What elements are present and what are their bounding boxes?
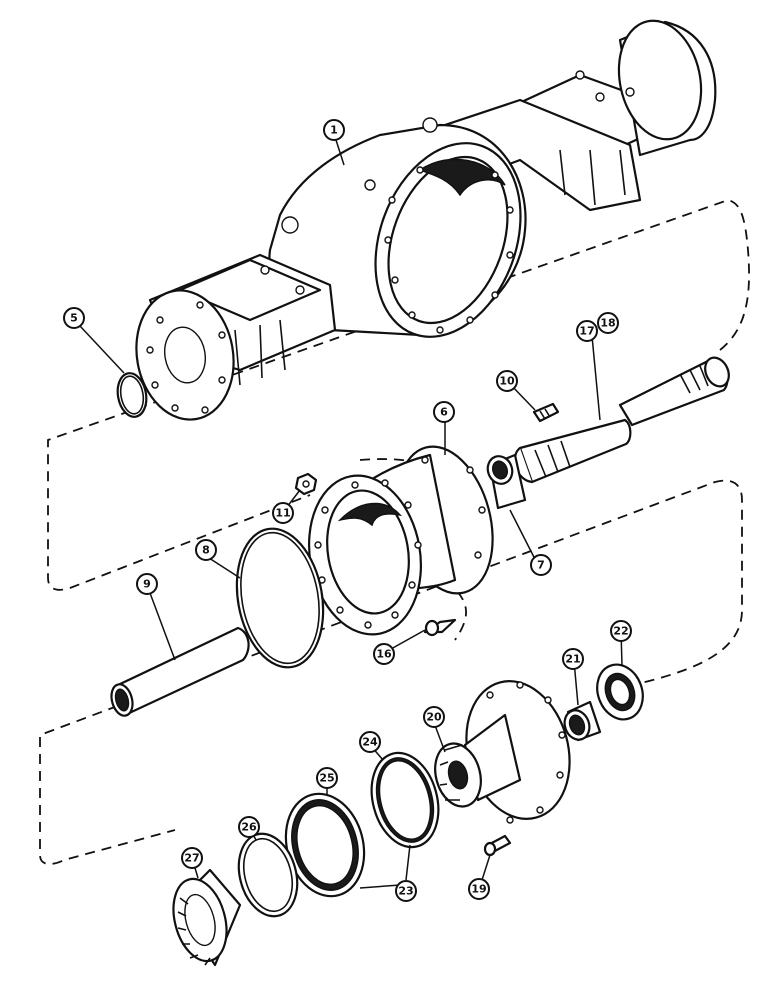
callout-11: 11: [272, 502, 294, 524]
housing-bowl-opening: [387, 155, 509, 325]
part-16-bolt: [423, 618, 457, 637]
callout-21: 21: [562, 648, 584, 670]
part-9-tube: [110, 626, 250, 717]
callout-23: 23: [395, 880, 417, 902]
callout-19-label: 19: [471, 883, 486, 896]
callout-11-label: 11: [275, 507, 290, 520]
housing-left-flange-bolt-holes: [146, 301, 226, 414]
callout-8: 8: [195, 539, 217, 561]
part-26-ring: [237, 832, 299, 918]
carrier-interior-shadow: [337, 502, 403, 527]
callout-27: 27: [181, 847, 203, 869]
callout-20: 20: [423, 706, 445, 728]
axle-housing: [135, 19, 717, 421]
axle-shaft-inner-splines: [534, 440, 571, 478]
hub-spline-teeth: [439, 744, 463, 801]
carrier-front-bore: [326, 489, 410, 615]
axle-shaft-outer-splines: [679, 365, 709, 394]
callout-24: 24: [359, 731, 381, 753]
callout-17-label: 17: [579, 325, 594, 338]
callout-9: 9: [136, 573, 158, 595]
part-20-hub: [434, 680, 571, 824]
part-21-bushing: [563, 700, 602, 742]
hub-flange-bolt-holes: [486, 681, 566, 824]
part-18-axle-shaft-outer: [618, 356, 730, 427]
callout-16-label: 16: [376, 648, 392, 661]
callout-19: 19: [468, 878, 490, 900]
callout-7: 7: [530, 554, 552, 576]
callout-7-label: 7: [537, 559, 545, 572]
part-10-stud: [532, 402, 560, 423]
part-22-seal: [596, 663, 644, 721]
callout-25-label: 25: [319, 772, 334, 785]
housing-left-arm-ribs: [234, 319, 286, 386]
callout-5-label: 5: [70, 312, 78, 325]
carrier-flange-bolt-holes: [314, 456, 486, 629]
callout-17: 17: [576, 320, 598, 342]
part-17-axle-shaft: [513, 418, 632, 484]
callout-10-label: 10: [499, 375, 515, 388]
bearing-rollers: [177, 897, 211, 966]
axle-shaft-inner-segment: [518, 418, 632, 484]
callout-22: 22: [610, 620, 632, 642]
callout-1-label: 1: [330, 124, 338, 137]
callout-27-label: 27: [184, 852, 199, 865]
housing-left-bore: [164, 326, 206, 384]
callout-9-label: 9: [143, 578, 151, 591]
callout-25: 25: [316, 767, 338, 789]
callout-21-label: 21: [565, 653, 580, 666]
callout-5: 5: [63, 307, 85, 329]
callout-10: 10: [496, 370, 518, 392]
callout-26: 26: [238, 816, 260, 838]
callout-18-label: 18: [600, 317, 615, 330]
callout-26-label: 26: [241, 821, 257, 834]
part-19-bolt: [483, 834, 512, 857]
housing-plate-hole: [575, 70, 585, 80]
callout-8-label: 8: [202, 544, 210, 557]
part-6-carrier: [307, 445, 494, 636]
dashed-line-upper: [47, 199, 750, 591]
callout-22-label: 22: [613, 625, 628, 638]
part-27-bearing-cone: [172, 868, 242, 967]
housing-left-mount-plate: [178, 258, 322, 322]
callout-23-label: 23: [398, 885, 413, 898]
housing-bowl-bolt-holes: [384, 166, 514, 334]
callout-6: 6: [433, 401, 455, 423]
callout-18: 18: [597, 312, 619, 334]
housing-left-boss: [281, 216, 299, 234]
housing-right-end-flange: [617, 19, 703, 141]
housing-bowl-interior-shadow: [418, 158, 506, 197]
housing-top-boss: [422, 117, 438, 133]
housing-breather-boss: [364, 179, 376, 191]
callout-16: 16: [373, 643, 395, 665]
part-7-bushing: [486, 453, 527, 510]
callout-6-label: 6: [440, 406, 448, 419]
callout-1: 1: [323, 119, 345, 141]
part-8-o-ring: [235, 527, 325, 669]
housing-right-arm-ribs: [559, 149, 626, 206]
callout-20-label: 20: [426, 711, 442, 724]
callouts: 1 5 6 7 8 9 10 11 16 17 18 19 20 21 22 2…: [63, 119, 632, 902]
callout-24-label: 24: [362, 736, 378, 749]
